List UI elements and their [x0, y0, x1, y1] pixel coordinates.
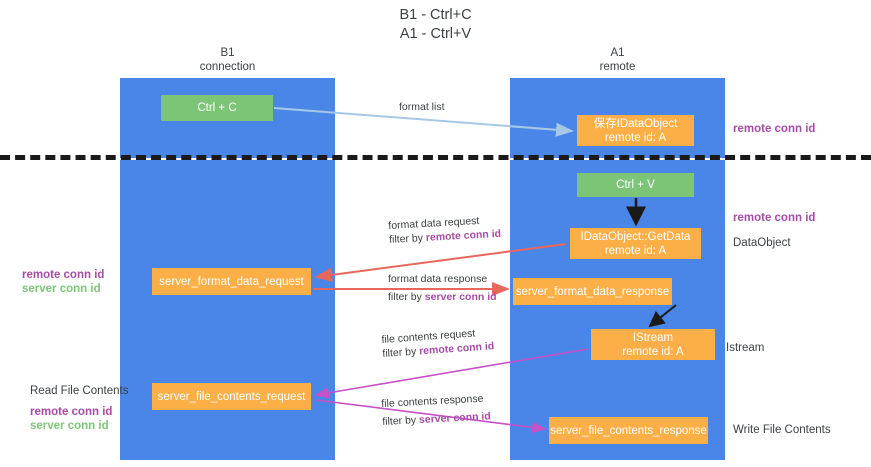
node-istream[interactable]: IStream remote id: A	[591, 329, 715, 360]
column-header-a1-name: A1	[610, 47, 625, 59]
label-server-conn-id-left-top: server conn id	[22, 283, 101, 295]
label-dataobject: DataObject	[733, 237, 791, 249]
label-remote-conn-id-left-top: remote conn id	[22, 269, 105, 281]
column-header-b1-name: B1	[220, 47, 235, 59]
node-ctrl-c[interactable]: Ctrl + C	[161, 95, 273, 121]
column-header-b1-role: connection	[199, 61, 256, 73]
node-idataobject-getdata-line-1: IDataObject::GetData	[580, 230, 691, 243]
lane-a1-lower	[510, 160, 725, 460]
edge-label-file-contents-response-text: file contents response	[381, 392, 484, 410]
node-server-format-data-request[interactable]: server_format_data_request	[152, 268, 311, 295]
edge-label-format-data-response-filter: filter by server conn id	[388, 290, 497, 304]
label-conn-id-group-top: remote conn id server conn id	[22, 268, 104, 296]
node-server-file-contents-response[interactable]: server_file_contents_response	[549, 417, 708, 444]
node-istream-line-1: IStream	[632, 331, 674, 344]
phase-divider	[0, 155, 871, 160]
node-ctrl-v-label: Ctrl + V	[616, 179, 655, 191]
node-istream-line-2: remote id: A	[622, 345, 684, 358]
label-remote-conn-id-left-bottom: remote conn id	[30, 406, 113, 418]
node-save-idataobject-line-2: remote id: A	[604, 131, 667, 144]
edge-label-file-contents-response: file contents response filter by server …	[381, 391, 491, 429]
node-server-file-contents-request[interactable]: server_file_contents_request	[152, 383, 311, 410]
node-idataobject-getdata[interactable]: IDataObject::GetData remote id: A	[570, 228, 701, 259]
label-conn-id-group-bottom: Read File Contents remote conn id server…	[30, 384, 128, 433]
filter-prefix: filter by	[381, 414, 420, 428]
label-remote-conn-id-top: remote conn id	[733, 123, 816, 135]
filter-prefix: filter by	[382, 345, 420, 360]
node-server-format-data-response-label: server_format_data_response	[515, 285, 670, 298]
node-save-idataobject[interactable]: 保存IDataObject remote id: A	[577, 115, 694, 146]
diagram-title-line-1: B1 - Ctrl+C	[399, 7, 472, 23]
node-ctrl-v[interactable]: Ctrl + V	[577, 173, 694, 197]
node-server-file-contents-request-label: server_file_contents_request	[157, 390, 306, 403]
edge-label-format-data-request: format data request filter by remote con…	[388, 213, 501, 247]
filter-key: server conn id	[418, 410, 492, 427]
edge-label-format-data-response-text: format data response	[388, 273, 488, 285]
node-server-file-contents-response-label: server_file_contents_response	[550, 424, 707, 437]
filter-key: remote conn id	[418, 340, 495, 358]
edge-label-format-list-text: format list	[399, 101, 445, 113]
column-header-a1-role: remote	[599, 61, 636, 73]
filter-prefix: filter by	[388, 291, 425, 303]
column-header-a1: A1 remote	[510, 46, 725, 74]
node-idataobject-getdata-line-2: remote id: A	[604, 244, 667, 257]
label-read-file-contents: Read File Contents	[30, 385, 129, 397]
filter-prefix: filter by	[388, 231, 427, 246]
node-save-idataobject-line-1: 保存IDataObject	[593, 117, 678, 130]
label-server-conn-id-left-bottom: server conn id	[30, 420, 109, 432]
edge-label-file-contents-request: file contents request filter by remote c…	[381, 325, 495, 361]
label-istream: Istream	[726, 342, 765, 354]
diagram-title: B1 - Ctrl+C A1 - Ctrl+V	[0, 6, 871, 44]
edge-label-format-data-response: format data response filter by server co…	[388, 272, 497, 304]
label-write-file-contents: Write File Contents	[733, 424, 831, 436]
edge-label-file-contents-response-filter: filter by server conn id	[382, 409, 491, 429]
filter-key: server conn id	[424, 291, 497, 303]
lane-b1-lower	[120, 160, 335, 460]
node-server-format-data-response[interactable]: server_format_data_response	[513, 278, 672, 305]
label-remote-conn-id-mid: remote conn id	[733, 212, 816, 224]
edge-label-format-list: format list	[399, 100, 445, 114]
filter-key: remote conn id	[425, 227, 502, 244]
diagram-title-line-2: A1 - Ctrl+V	[399, 26, 472, 42]
node-ctrl-c-label: Ctrl + C	[197, 102, 237, 114]
node-server-format-data-request-label: server_format_data_request	[159, 275, 304, 288]
column-header-b1: B1 connection	[120, 46, 335, 74]
